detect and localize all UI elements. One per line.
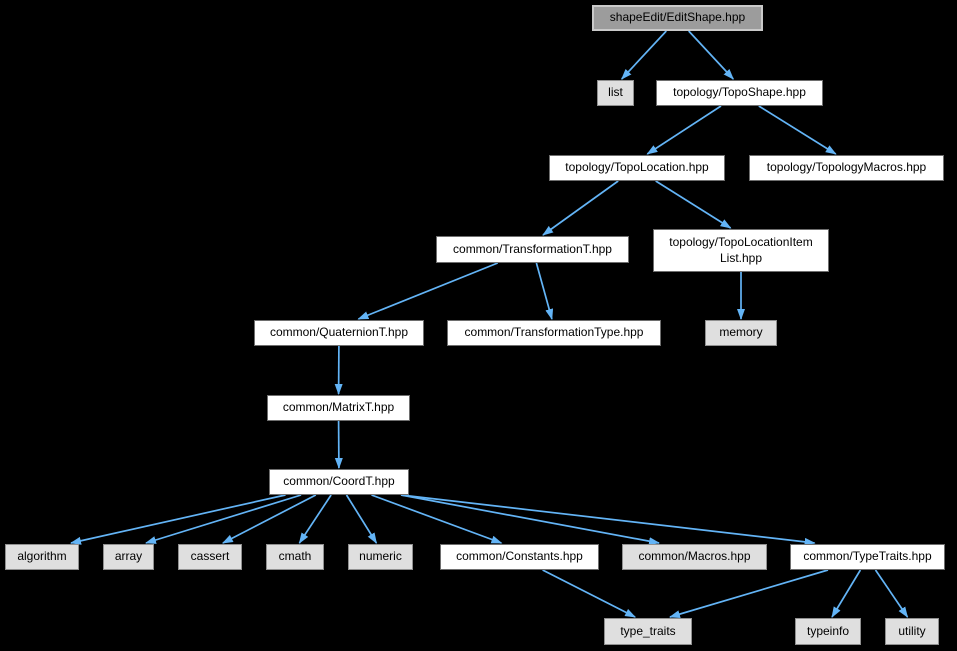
edge-coordt-to-macros [400, 494, 660, 546]
edge-constants-to-type_traits [542, 569, 636, 618]
node-label: common/CoordT.hpp [283, 474, 395, 489]
node-constants[interactable]: common/Constants.hpp [440, 544, 599, 570]
node-label: common/QuaternionT.hpp [269, 325, 409, 340]
node-topolocation[interactable]: topology/TopoLocation.hpp [549, 155, 725, 181]
node-label: List.hpp [719, 250, 763, 265]
node-label: algorithm [17, 549, 67, 564]
node-utility[interactable]: utility [885, 618, 939, 645]
node-matrixt[interactable]: common/MatrixT.hpp [267, 395, 410, 421]
edge-coordt-to-typetraits [400, 494, 816, 546]
node-label: topology/TopoLocationItem [669, 234, 813, 249]
node-numeric[interactable]: numeric [348, 544, 413, 570]
node-label: numeric [359, 549, 402, 564]
node-editshape[interactable]: shapeEdit/EditShape.hpp [592, 5, 763, 31]
node-toposhape[interactable]: topology/TopoShape.hpp [656, 80, 823, 106]
node-label: type_traits [620, 623, 676, 638]
node-typetraits[interactable]: common/TypeTraits.hpp [790, 544, 945, 570]
edge-typetraits-to-type_traits [669, 569, 829, 618]
node-label: cassert [190, 549, 230, 564]
node-label: cmath [278, 549, 312, 564]
node-macros[interactable]: common/Macros.hpp [622, 544, 767, 570]
node-label: utility [898, 623, 926, 638]
edge-editshape-to-toposhape [688, 30, 734, 80]
node-array[interactable]: array [103, 544, 154, 570]
node-label: typeinfo [806, 623, 850, 638]
node-label: shapeEdit/EditShape.hpp [609, 10, 746, 25]
node-topologymacros[interactable]: topology/TopologyMacros.hpp [749, 155, 944, 181]
node-transformationt[interactable]: common/TransformationT.hpp [436, 236, 629, 263]
edge-coordt-to-numeric [345, 494, 378, 544]
edge-coordt-to-constants [371, 494, 503, 544]
node-label: common/Constants.hpp [456, 549, 583, 564]
node-algorithm[interactable]: algorithm [5, 544, 79, 570]
node-quaterniont[interactable]: common/QuaternionT.hpp [254, 320, 424, 346]
edge-toposhape-to-topolocation [646, 105, 722, 155]
node-label: common/Macros.hpp [638, 549, 751, 564]
node-label: topology/TopoLocation.hpp [565, 160, 709, 175]
node-type_traits[interactable]: type_traits [604, 618, 692, 645]
node-transformationtype[interactable]: common/TransformationType.hpp [447, 320, 661, 346]
node-typeinfo[interactable]: typeinfo [795, 618, 861, 645]
edge-coordt-to-cassert [222, 494, 317, 544]
edge-typetraits-to-typeinfo [831, 569, 862, 618]
edge-transformationt-to-quaterniont [357, 262, 499, 320]
edge-topolocation-to-topolocationitemlist [655, 180, 732, 229]
edge-coordt-to-array [145, 494, 302, 544]
node-memory[interactable]: memory [705, 320, 777, 346]
node-coordt[interactable]: common/CoordT.hpp [269, 469, 409, 495]
edge-coordt-to-algorithm [70, 494, 286, 545]
edge-toposhape-to-topologymacros [758, 105, 837, 155]
edge-editshape-to-list [621, 30, 667, 80]
node-cmath[interactable]: cmath [266, 544, 324, 570]
node-label: list [608, 85, 623, 100]
node-label: common/TransformationType.hpp [464, 325, 644, 340]
node-label: memory [719, 325, 763, 340]
edge-typetraits-to-utility [874, 569, 909, 618]
edge-transformationt-to-transformationtype [535, 262, 554, 320]
node-label: common/TransformationT.hpp [453, 241, 612, 256]
node-label: common/MatrixT.hpp [282, 400, 395, 415]
node-label: array [114, 549, 143, 564]
node-label: common/TypeTraits.hpp [803, 549, 932, 564]
node-label: topology/TopologyMacros.hpp [766, 160, 927, 175]
edge-coordt-to-cmath [298, 494, 332, 544]
edge-topolocation-to-transformationt [542, 180, 619, 236]
node-list[interactable]: list [597, 80, 634, 106]
node-cassert[interactable]: cassert [178, 544, 242, 570]
node-label: topology/TopoShape.hpp [673, 85, 806, 100]
